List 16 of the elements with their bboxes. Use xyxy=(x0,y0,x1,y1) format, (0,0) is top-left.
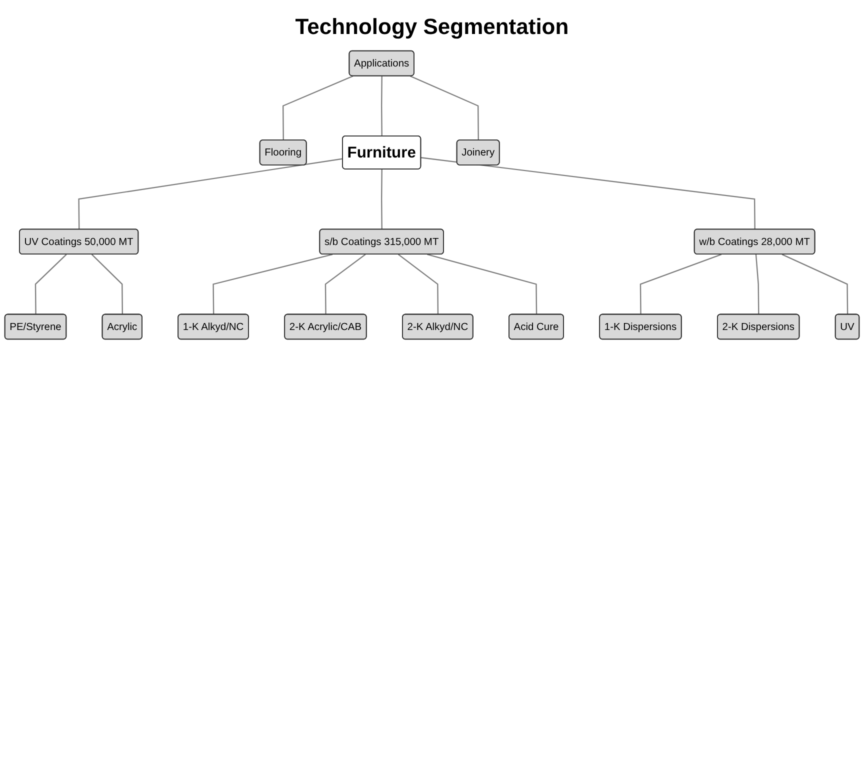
connector xyxy=(78,158,343,230)
connector xyxy=(398,254,439,315)
connector xyxy=(755,254,760,315)
connector xyxy=(324,254,366,315)
connector xyxy=(427,254,538,315)
connector xyxy=(420,157,756,230)
diagram-title: Technology Segmentation xyxy=(294,14,570,40)
connector xyxy=(782,254,848,315)
connector xyxy=(640,254,722,315)
connector xyxy=(91,254,124,315)
connector xyxy=(282,76,354,140)
connector xyxy=(34,254,67,315)
connector xyxy=(410,76,479,140)
connector xyxy=(380,76,382,136)
connector xyxy=(212,254,333,315)
connector xyxy=(380,169,382,230)
